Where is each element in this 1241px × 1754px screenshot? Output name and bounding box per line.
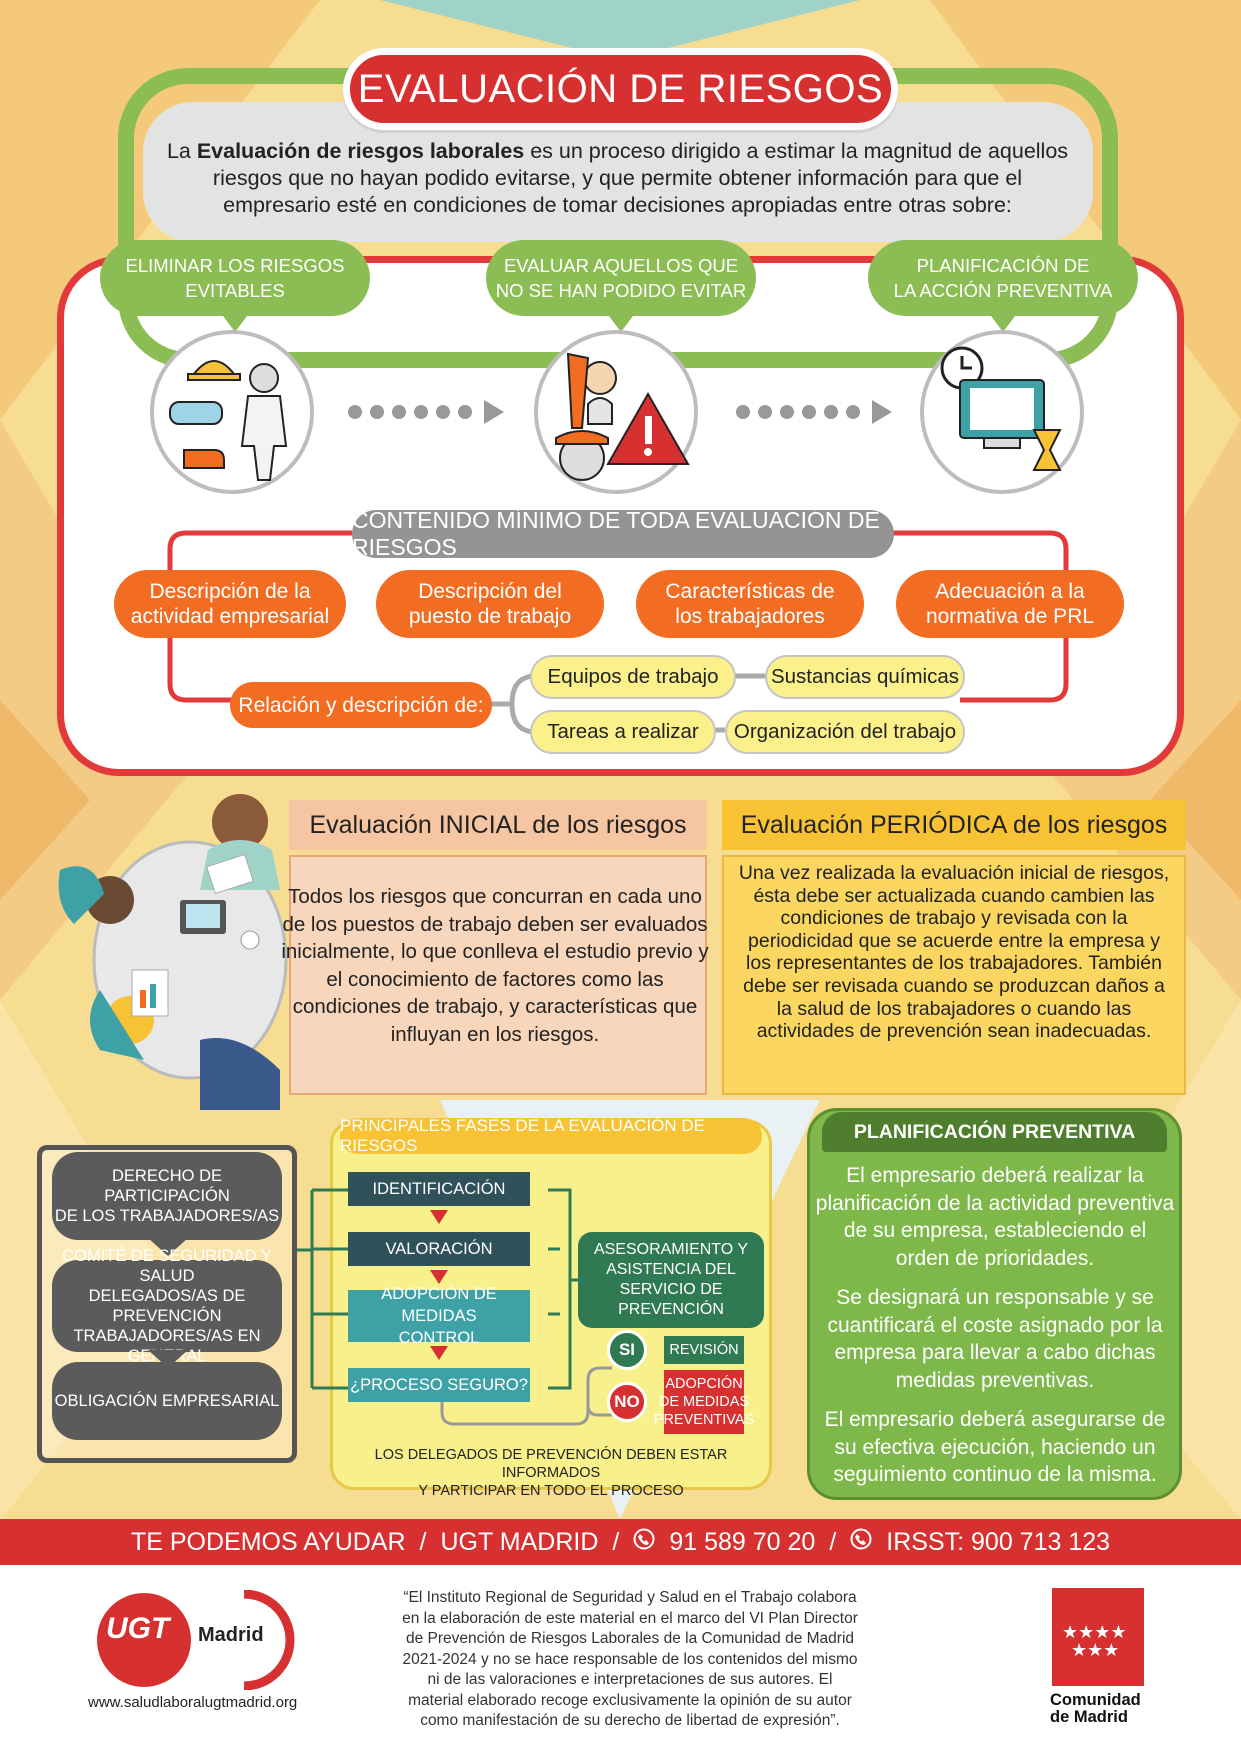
planificacion-box bbox=[807, 1108, 1182, 1500]
arrow-right-icon bbox=[348, 398, 506, 426]
svg-text:★★★: ★★★ bbox=[1071, 1640, 1119, 1661]
contenido-title: CONTENIDO MÍNIMO DE TODA EVALUACIÓN DE R… bbox=[352, 507, 894, 560]
planificacion-p1: El empresario deberá realizar la planifi… bbox=[815, 1164, 1175, 1270]
intro-text: La Evaluación de riesgos laborales es un… bbox=[166, 139, 1069, 217]
ugt-logo bbox=[97, 1590, 295, 1690]
madrid-label: Madrid bbox=[198, 1624, 264, 1646]
si-badge: SI bbox=[607, 1330, 647, 1370]
relacion-item: Organización del trabajo bbox=[725, 710, 965, 754]
ayuda-text: TE PODEMOS AYUDAR bbox=[130, 1527, 406, 1556]
phone-irsst[interactable]: IRSST: 900 713 123 bbox=[886, 1527, 1111, 1556]
relacion-item: Tareas a realizar bbox=[530, 710, 716, 754]
arrow-right-icon bbox=[736, 398, 894, 426]
disclaimer-text: “El Instituto Regional de Seguridad y Sa… bbox=[402, 1589, 858, 1729]
fases-title: PRINCIPALES FASES DE LA EVALUACIÓN DE RI… bbox=[340, 1116, 762, 1155]
chevron-down-icon bbox=[148, 1238, 188, 1256]
relacion-item: Equipos de trabajo bbox=[530, 655, 736, 699]
planning-calendar-icon bbox=[920, 330, 1084, 494]
footer bbox=[0, 1565, 1241, 1754]
revision-box: REVISIÓN bbox=[664, 1336, 744, 1364]
comunidad-madrid-logo: ★★★★ ★★★ bbox=[1052, 1588, 1144, 1686]
planificacion-p2: Se designará un responsable y se cuantif… bbox=[827, 1286, 1163, 1392]
phone-icon bbox=[850, 1528, 872, 1557]
planificacion-p3: El empresario deberá asegurarse de su ef… bbox=[824, 1408, 1166, 1486]
inicial-title: Evaluación INICIAL de los riesgos bbox=[289, 800, 707, 850]
step-proceso-seguro: ¿PROCESO SEGURO? bbox=[348, 1368, 530, 1402]
arrow-down-icon bbox=[430, 1346, 448, 1360]
hazard-icon bbox=[534, 330, 698, 494]
inicial-text: Todos los riesgos que concurran en cada … bbox=[281, 885, 709, 1046]
relacion-label: Relación y descripción de: bbox=[230, 682, 492, 728]
fases-footer: LOS DELEGADOS DE PREVENCIÓN DEBEN ESTAR … bbox=[374, 1447, 728, 1499]
page-title: EVALUACIÓN DE RIESGOS bbox=[343, 48, 898, 130]
periodica-title: Evaluación PERIÓDICA de los riesgos bbox=[722, 800, 1186, 850]
relacion-item: Sustancias químicas bbox=[765, 655, 965, 699]
ppe-icon bbox=[150, 330, 314, 494]
phone-ugt[interactable]: 91 589 70 20 bbox=[669, 1527, 816, 1556]
ugt-logo-text: UGT bbox=[106, 1612, 170, 1645]
chevron-down-icon bbox=[148, 1350, 188, 1368]
periodica-text: Una vez realizada la evaluación inicial … bbox=[738, 862, 1170, 1043]
inicial-box bbox=[289, 855, 707, 1095]
periodica-box bbox=[722, 855, 1186, 1095]
svg-text:★★★★: ★★★★ bbox=[1062, 1622, 1127, 1643]
arrow-down-icon bbox=[430, 1210, 448, 1224]
planificacion-title: PLANIFICACIÓN PREVENTIVA bbox=[822, 1112, 1167, 1152]
step-valoracion: VALORACIÓN bbox=[348, 1232, 530, 1266]
no-badge: NO bbox=[607, 1382, 647, 1422]
step-identificacion: IDENTIFICACIÓN bbox=[348, 1172, 530, 1206]
website-link[interactable]: www.saludlaboralugtmadrid.org bbox=[88, 1694, 298, 1711]
meeting-illustration bbox=[58, 794, 288, 1110]
phone-icon bbox=[633, 1528, 655, 1557]
org-text: UGT MADRID bbox=[440, 1527, 599, 1556]
participacion-item: OBLIGACIÓN EMPRESARIAL bbox=[52, 1362, 282, 1440]
arrow-down-icon bbox=[430, 1270, 448, 1284]
contact-band: TE PODEMOS AYUDAR / UGT MADRID / 91 589 … bbox=[0, 1519, 1241, 1565]
